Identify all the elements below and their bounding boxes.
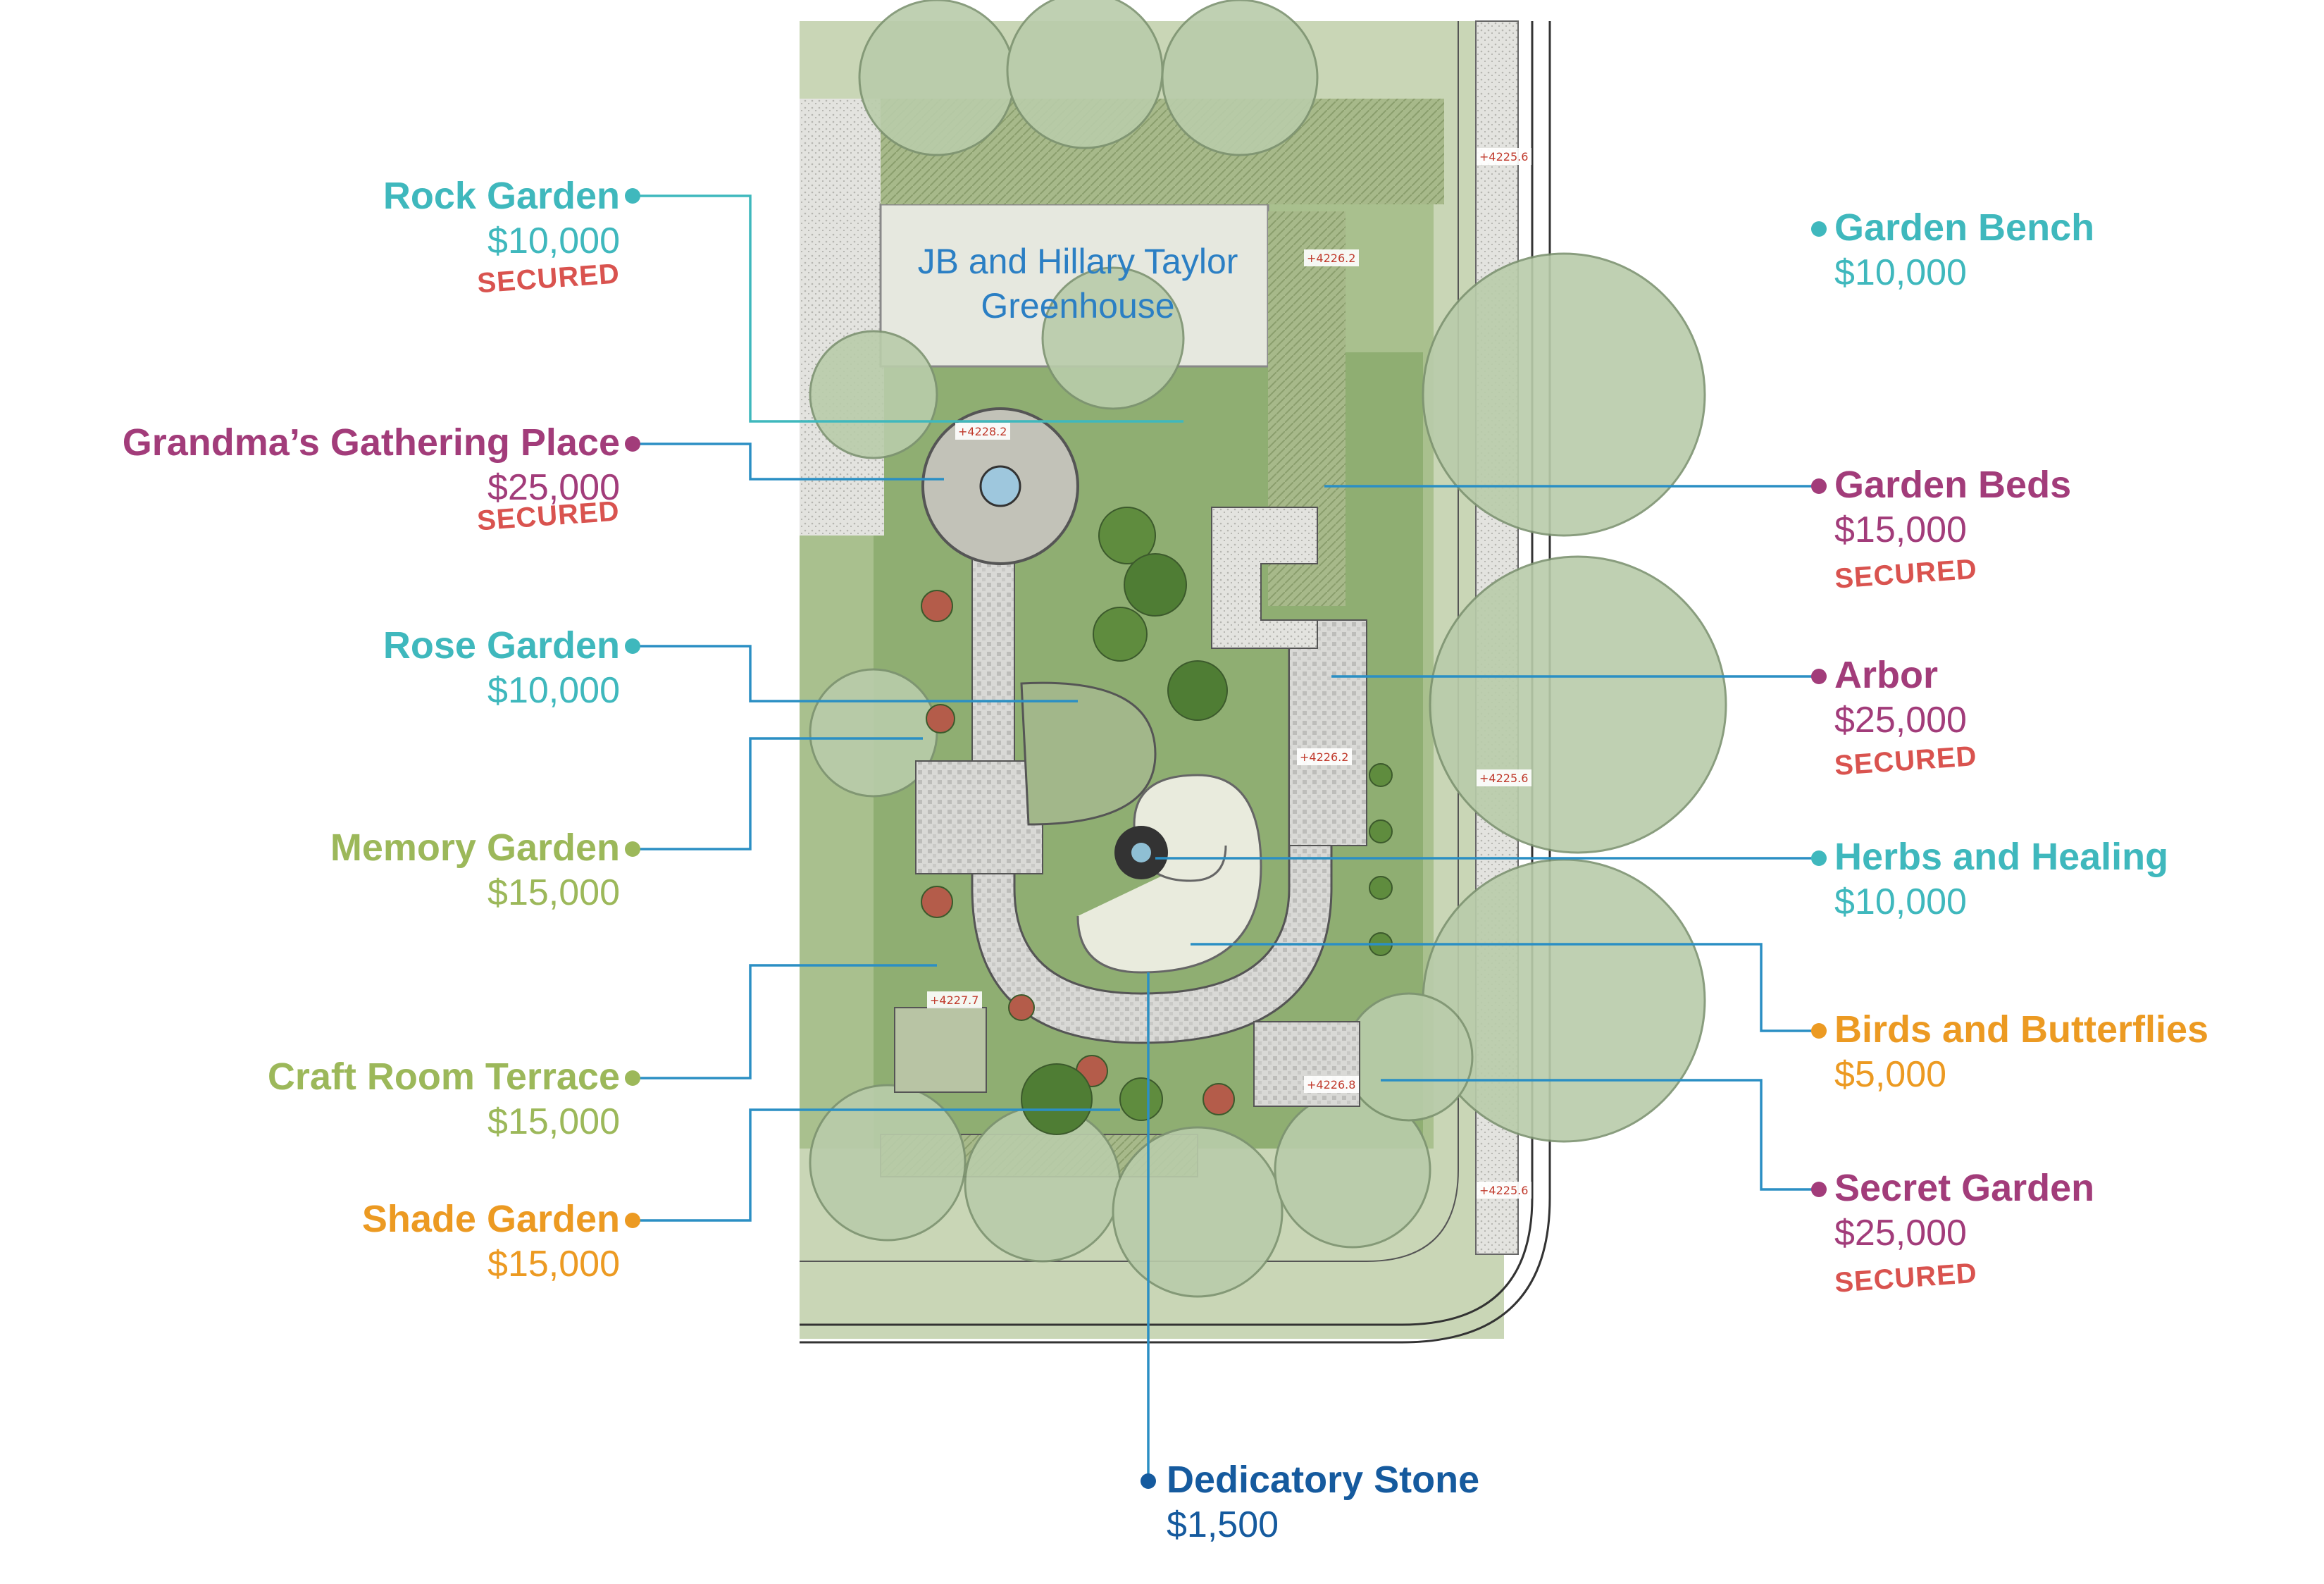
leader-secret-garden <box>1381 1079 1819 1191</box>
dot-birds-and-butterflies <box>1811 1023 1827 1039</box>
label-garden-beds: Garden Beds $15,000 SECURED <box>1834 464 2072 595</box>
dedicatory-stone-name: Dedicatory Stone <box>1167 1459 1480 1501</box>
greenhouse-label-line1: JB and Hillary Taylor <box>917 242 1238 281</box>
birds-and-butterflies-price: $5,000 <box>1834 1053 1947 1095</box>
elevation-tag: +4226.8 <box>1307 1078 1355 1091</box>
label-memory-garden: Memory Garden $15,000 <box>330 828 620 912</box>
shade-garden-price: $15,000 <box>487 1243 620 1285</box>
dot-rose-garden <box>625 638 640 654</box>
elevation-tag: +4225.6 <box>1479 772 1528 785</box>
leader-rose-garden <box>633 645 1078 703</box>
label-rose-garden: Rose Garden $10,000 <box>383 626 620 710</box>
label-dedicatory-stone: Dedicatory Stone $1,500 <box>1167 1460 1479 1544</box>
elevation-tag: +4226.2 <box>1300 750 1348 764</box>
dot-herbs-and-healing <box>1811 850 1827 866</box>
label-craft-room-terrace: Craft Room Terrace $15,000 <box>268 1057 620 1141</box>
garden-bench-name: Garden Bench <box>1834 206 2095 249</box>
elevation-tag-bg <box>955 423 1010 440</box>
greenhouse-label-line2: Greenhouse <box>981 285 1175 326</box>
leader-birds-and-butterflies <box>1191 943 1819 1032</box>
secret-garden-name: Secret Garden <box>1834 1167 2095 1209</box>
dot-dedicatory-stone <box>1141 1473 1156 1489</box>
memory-garden-name: Memory Garden <box>330 827 620 869</box>
grandmas-gathering-place-name: Grandma’s Gathering Place <box>122 421 620 464</box>
arbor-price: $25,000 <box>1834 699 1967 741</box>
garden-bench-price: $10,000 <box>1834 252 1967 293</box>
elevation-tag-bg <box>1304 249 1359 266</box>
memory-garden-price: $15,000 <box>487 872 620 913</box>
elevation-tag-bg <box>1477 1182 1531 1199</box>
elevation-tag: +4225.6 <box>1479 150 1528 163</box>
dot-grandmas-gathering-place <box>625 436 640 452</box>
arbor-name: Arbor <box>1834 654 1938 696</box>
elevation-tag-bg <box>1297 748 1352 765</box>
elevation-tag-bg <box>1477 769 1531 786</box>
dot-secret-garden <box>1811 1182 1827 1197</box>
dot-garden-beds <box>1811 478 1827 494</box>
craft-room-terrace-price: $15,000 <box>487 1101 620 1142</box>
label-herbs-and-healing: Herbs and Healing $10,000 <box>1834 837 2168 921</box>
leader-rock-garden <box>633 194 1183 423</box>
rock-garden-name: Rock Garden <box>383 175 620 217</box>
birds-and-butterflies-name: Birds and Butterflies <box>1834 1008 2209 1051</box>
elevation-tags: +4225.6 +4226.2 +4228.2 +4226.2 +4225.6 +4227… <box>927 148 1531 1199</box>
leader-craft-room-terrace <box>633 964 937 1079</box>
leader-memory-garden <box>633 737 923 850</box>
elevation-tag: +4227.7 <box>930 994 978 1007</box>
dot-memory-garden <box>625 841 640 857</box>
garden-beds-name: Garden Beds <box>1834 464 2072 506</box>
dot-shade-garden <box>625 1213 640 1228</box>
elevation-tag-bg <box>927 991 982 1008</box>
paved-paths <box>894 407 1367 1107</box>
leader-dots <box>625 188 1827 1489</box>
shade-garden-name: Shade Garden <box>361 1198 620 1240</box>
rose-garden-name: Rose Garden <box>383 624 620 667</box>
elevation-tag: +4225.6 <box>1479 1184 1528 1197</box>
arbor-secured-badge: SECURED <box>1833 741 1978 782</box>
elevation-tag-bg <box>1477 148 1531 165</box>
label-birds-and-butterflies: Birds and Butterflies $5,000 <box>1834 1010 2208 1094</box>
dot-rock-garden <box>625 188 640 204</box>
label-grandmas-gathering-place: Grandma’s Gathering Place $25,000 SECURE… <box>122 421 621 543</box>
elevation-tag-bg <box>1304 1076 1359 1093</box>
leader-shade-garden <box>633 1108 1120 1222</box>
secret-garden-price: $25,000 <box>1834 1212 1967 1254</box>
elevation-tag: +4226.2 <box>1307 252 1355 265</box>
dot-garden-bench <box>1811 221 1827 237</box>
label-shade-garden: Shade Garden $15,000 <box>362 1199 620 1283</box>
leader-grandmas-gathering-place <box>633 443 944 481</box>
label-rock-garden: Rock Garden $10,000 SECURED <box>383 175 621 299</box>
shrubs <box>921 507 1393 1135</box>
leader-lines <box>633 194 1819 1481</box>
dot-craft-room-terrace <box>625 1070 640 1086</box>
elevation-tag: +4228.2 <box>958 425 1007 438</box>
dedicatory-stone-price: $1,500 <box>1167 1504 1279 1545</box>
herbs-and-healing-name: Herbs and Healing <box>1834 836 2169 878</box>
grandmas-gathering-place-price: $25,000 <box>487 466 620 508</box>
greenhouse-label: JB and Hillary Taylor Greenhouse <box>881 240 1275 328</box>
dot-arbor <box>1811 669 1827 684</box>
garden-beds-price: $15,000 <box>1834 509 1967 550</box>
rock-garden-price: $10,000 <box>487 220 620 261</box>
label-arbor: Arbor $25,000 SECURED <box>1834 654 1978 781</box>
craft-room-terrace-name: Craft Room Terrace <box>267 1056 620 1098</box>
rose-garden-price: $10,000 <box>487 669 620 711</box>
herbs-and-healing-price: $10,000 <box>1834 881 1967 922</box>
label-secret-garden: Secret Garden $25,000 SECURED <box>1834 1167 2095 1299</box>
label-garden-bench: Garden Bench $10,000 <box>1834 208 2094 292</box>
